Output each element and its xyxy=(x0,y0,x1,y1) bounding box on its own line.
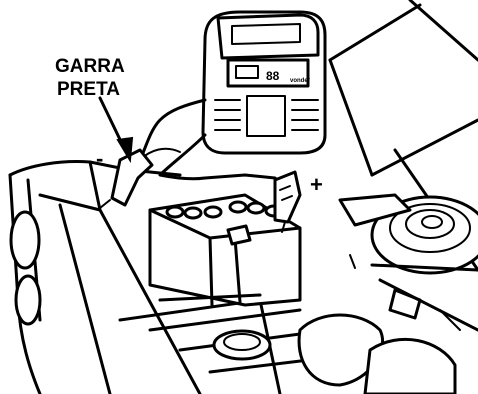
negative-sign: - xyxy=(96,146,103,171)
headlight-shape xyxy=(11,212,39,268)
fog-light-shape xyxy=(16,276,40,324)
battery-charger: 88 vonder xyxy=(203,12,325,153)
callout-label-line2: PRETA xyxy=(57,79,120,100)
charger-brand: vonder xyxy=(290,78,311,84)
charger-display-digits: 88 xyxy=(266,69,280,83)
callout-arrow xyxy=(100,98,132,160)
black-clamp xyxy=(100,150,152,208)
air-filter xyxy=(340,195,478,330)
engine-parts xyxy=(299,255,460,394)
positive-sign: + xyxy=(310,172,323,197)
callout-label-line1: GARRA xyxy=(55,56,125,77)
battery-terminal-block xyxy=(228,226,250,244)
negative-cable xyxy=(140,100,205,160)
